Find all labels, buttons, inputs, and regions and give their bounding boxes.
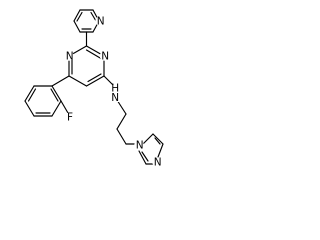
label-background	[64, 51, 74, 61]
molecule-structure: N N N F H N N N	[24, 9, 164, 169]
bond	[157, 143, 164, 158]
double-bond	[90, 11, 97, 22]
atom-label-pyridine-n: N	[95, 16, 105, 28]
bond	[152, 133, 164, 145]
chain-bond	[116, 113, 127, 130]
double-bond	[154, 137, 161, 145]
double-bond	[76, 11, 83, 22]
double-bond	[141, 151, 149, 162]
aryl-link-bond	[51, 75, 70, 87]
bond	[138, 150, 147, 165]
pyrimidine-n1-label: N	[101, 51, 109, 63]
imidazole-n1-label: N	[136, 140, 144, 152]
label-background	[99, 51, 110, 61]
chain-bond	[116, 128, 127, 145]
bond	[68, 75, 88, 87]
bond	[24, 85, 35, 102]
imidazole-ring	[138, 133, 164, 165]
double-bond	[85, 49, 102, 60]
bond	[142, 133, 154, 145]
chain-bond	[116, 99, 127, 115]
bond	[85, 75, 105, 87]
pyridine-n-label: N	[97, 16, 105, 28]
atom-label-fluorine: F	[65, 112, 75, 124]
fluorine-label: F	[67, 112, 73, 124]
atom-label-imidazole-n3: N	[152, 157, 162, 169]
bond	[51, 100, 62, 117]
bond	[73, 20, 81, 33]
bond	[73, 9, 81, 22]
atom-label-amine: H N	[109, 83, 121, 104]
atom-label-pyrimidine-n3: N	[64, 51, 74, 63]
bond	[51, 85, 62, 102]
label-background	[95, 16, 105, 26]
imidazole-n3-label: N	[154, 157, 162, 169]
double-bond	[50, 88, 59, 102]
pyrimidine-ring	[68, 45, 105, 87]
bond	[24, 100, 35, 117]
atom-label-imidazole-n1: N	[134, 140, 144, 152]
double-bond	[87, 73, 102, 83]
double-bond	[27, 88, 37, 102]
label-background	[134, 140, 144, 150]
pyrimidine-n3-label: N	[66, 51, 74, 63]
amine-h-label: H	[111, 83, 119, 95]
atom-label-pyrimidine-n1: N	[99, 51, 110, 63]
amine-n-label: N	[111, 92, 119, 104]
label-background	[109, 85, 121, 102]
label-background	[65, 112, 75, 122]
c-f-bond	[60, 100, 69, 114]
label-background	[152, 157, 162, 167]
fluorophenyl-ring	[24, 85, 62, 117]
